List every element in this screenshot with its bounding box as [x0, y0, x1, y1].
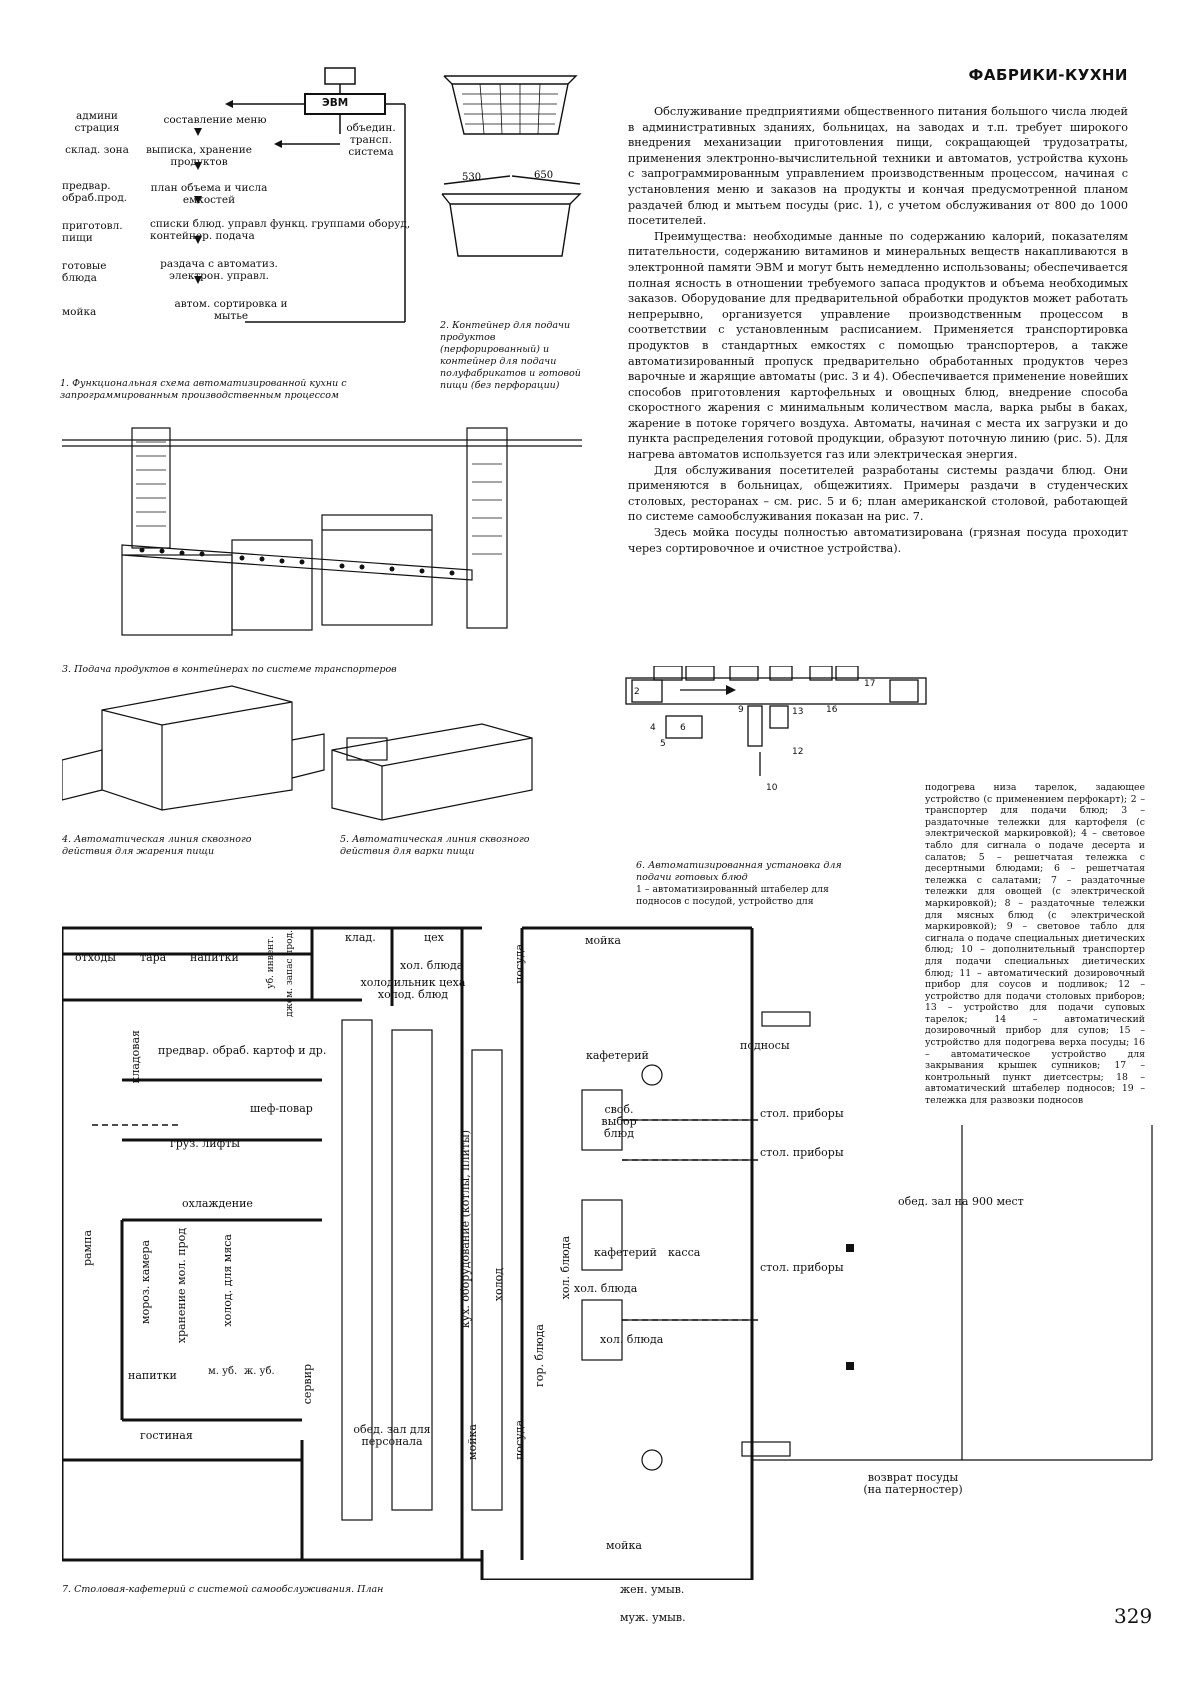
legend-number: 5 — [660, 739, 666, 749]
figure-2-containers: 530 650 — [441, 75, 582, 257]
legend-number: 13 — [792, 707, 803, 717]
flow-center-label: автом. сортировка и мытье — [174, 298, 288, 322]
plan-label: хол. блюда — [559, 1236, 572, 1300]
legend-number: 9 — [738, 705, 744, 715]
plan-label: кладовая — [129, 1030, 142, 1084]
plan-label: тара — [140, 951, 167, 964]
plan-label: джем. запас прод. — [285, 930, 295, 1017]
legend-number: 16 — [826, 705, 838, 715]
plan-label: клад. — [345, 931, 376, 944]
plan-label: холод — [492, 1268, 505, 1302]
figure-6-caption: 6. Автоматизированная установка для пода… — [636, 860, 842, 883]
legend-number: 6 — [680, 723, 686, 733]
plan-label: муж. умыв. — [620, 1611, 686, 1624]
plan-label: гостиная — [140, 1429, 193, 1442]
evm-label: ЭВМ — [322, 97, 349, 109]
flow-left-label: склад. зона — [65, 144, 129, 156]
plan-label: стол. приборы — [760, 1146, 844, 1159]
plan-label: хол. блюда — [574, 1282, 638, 1295]
plan-label: мойка — [466, 1424, 479, 1460]
plan-label: шеф-повар — [250, 1102, 313, 1115]
flow-left-label: мойка — [62, 306, 97, 318]
plan-label: груз. лифты — [170, 1137, 241, 1150]
flow-left-label: готовые блюда — [62, 260, 107, 284]
plan-label: хол. блюда — [600, 1333, 664, 1346]
plan-label: подносы — [740, 1039, 790, 1052]
plan-label: кух. оборудование (котлы, плиты) — [459, 1130, 472, 1329]
legend-number: 1 — [622, 666, 628, 667]
paragraph: Для обслуживания посетителей разработаны… — [628, 463, 1128, 524]
dimension-label: 530 — [462, 172, 481, 183]
figure-6-legend: подогрева низа тарелок, задающее устройс… — [925, 782, 1145, 1107]
plan-label: посуда — [513, 1420, 526, 1460]
figure-5-caption: 5. Автоматическая линия сквозного действ… — [340, 834, 530, 857]
plan-label: своб. выбор блюд — [601, 1103, 637, 1140]
plan-label: стол. приборы — [760, 1261, 844, 1274]
figure-4-5-machines — [62, 685, 533, 821]
plan-label: касса — [668, 1246, 701, 1259]
plan-label: м. уб. — [208, 1366, 238, 1377]
plan-label: мойка — [606, 1539, 642, 1552]
figure-3-conveyor-drawing — [62, 427, 582, 636]
legend-number: 10 — [766, 783, 778, 793]
figure-3-caption: 3. Подача продуктов в контейнерах по сис… — [62, 664, 397, 675]
plan-label: кафетерий — [586, 1049, 649, 1062]
paragraph: Обслуживание предприятиями общественного… — [628, 105, 1128, 228]
plan-label: ж. уб. — [244, 1366, 275, 1377]
paragraph: Преимущества: необходимые данные по соде… — [628, 229, 1128, 462]
plan-label: рампа — [81, 1230, 94, 1267]
plan-label: обед. зал на 900 мест — [898, 1195, 1024, 1208]
plan-label: кафетерий — [594, 1246, 657, 1259]
plan-label: жен. умыв. — [620, 1583, 685, 1596]
figure-1-caption: 1. Функциональная схема автоматизированн… — [60, 378, 347, 401]
plan-label: гор. блюда — [533, 1324, 546, 1387]
plan-label: обед. зал для персонала — [353, 1423, 431, 1448]
page-title: ФАБРИКИ-КУХНИ — [968, 66, 1128, 84]
paragraph: Здесь мойка посуды полностью автоматизир… — [628, 526, 1128, 555]
plan-label: мороз. камера — [139, 1240, 152, 1324]
plan-label: мойка — [585, 934, 621, 947]
plan-label: предвар. обраб. картоф и др. — [158, 1044, 327, 1057]
legend-number: 17 — [864, 679, 875, 689]
page-number: 329 — [1114, 1604, 1153, 1628]
figure-6-dish-line: 1 2 3 4 5 6 7 8 9 10 11 12 13 14 15 16 1… — [622, 666, 927, 793]
plan-label: напитки — [190, 951, 239, 964]
figure-7-floor-plan — [62, 926, 1153, 1580]
plan-label: охлаждение — [182, 1197, 253, 1210]
flow-center-label: план объема и числа емкостей — [150, 182, 268, 206]
flow-left-label: предвар. обраб.прод. — [62, 180, 128, 204]
plan-label: отходы — [75, 951, 117, 964]
plan-label: холодильник цеха холод. блюд — [360, 976, 466, 1001]
plan-label: холод. для мяса — [221, 1234, 234, 1327]
plan-label: цех — [424, 931, 444, 944]
plan-label: напитки — [128, 1369, 177, 1382]
flow-left-label: админи страция — [74, 110, 120, 134]
figure-1-flowchart: ЭВМ админи страция склад. зона предвар. … — [60, 66, 420, 366]
flow-right-label: объедин. трансп. система — [346, 122, 396, 158]
article-body: Обслуживание предприятиями общественного… — [628, 104, 1128, 556]
flow-left-label: приготовл. пищи — [62, 220, 123, 244]
flow-center-label: выписка, хранение продуктов — [146, 144, 252, 168]
legend-number: 2 — [634, 687, 640, 697]
plan-label: возврат посуды (на патерностер) — [863, 1471, 963, 1496]
flow-center-label: списки блюд. управл функц. группами обор… — [150, 218, 411, 242]
plan-label: посуда — [513, 944, 526, 984]
plan-label: уб. инвент. — [266, 936, 276, 989]
dimension-label: 650 — [534, 170, 553, 181]
flow-center-label: раздача с автоматиз. электрон. управл. — [160, 258, 278, 282]
figure-4-caption: 4. Автоматическая линия сквозного действ… — [62, 834, 252, 857]
flowchart-lines — [194, 67, 406, 323]
plan-label: сервир — [301, 1364, 314, 1405]
figure-2-caption: 2. Контейнер для подачи продуктов (перфо… — [440, 320, 581, 391]
legend-number: 12 — [792, 747, 803, 757]
plan-label: хол. блюда — [400, 959, 464, 972]
flow-center-label: составление меню — [163, 114, 267, 126]
figure-6-legend-start: 1 – автоматизированный штабелер для подн… — [636, 884, 829, 907]
legend-number: 4 — [650, 723, 656, 733]
plan-label: стол. приборы — [760, 1107, 844, 1120]
plan-label: хранение мол. прод — [175, 1228, 188, 1344]
figure-7-caption: 7. Столовая-кафетерий с системой самообс… — [62, 1584, 384, 1595]
